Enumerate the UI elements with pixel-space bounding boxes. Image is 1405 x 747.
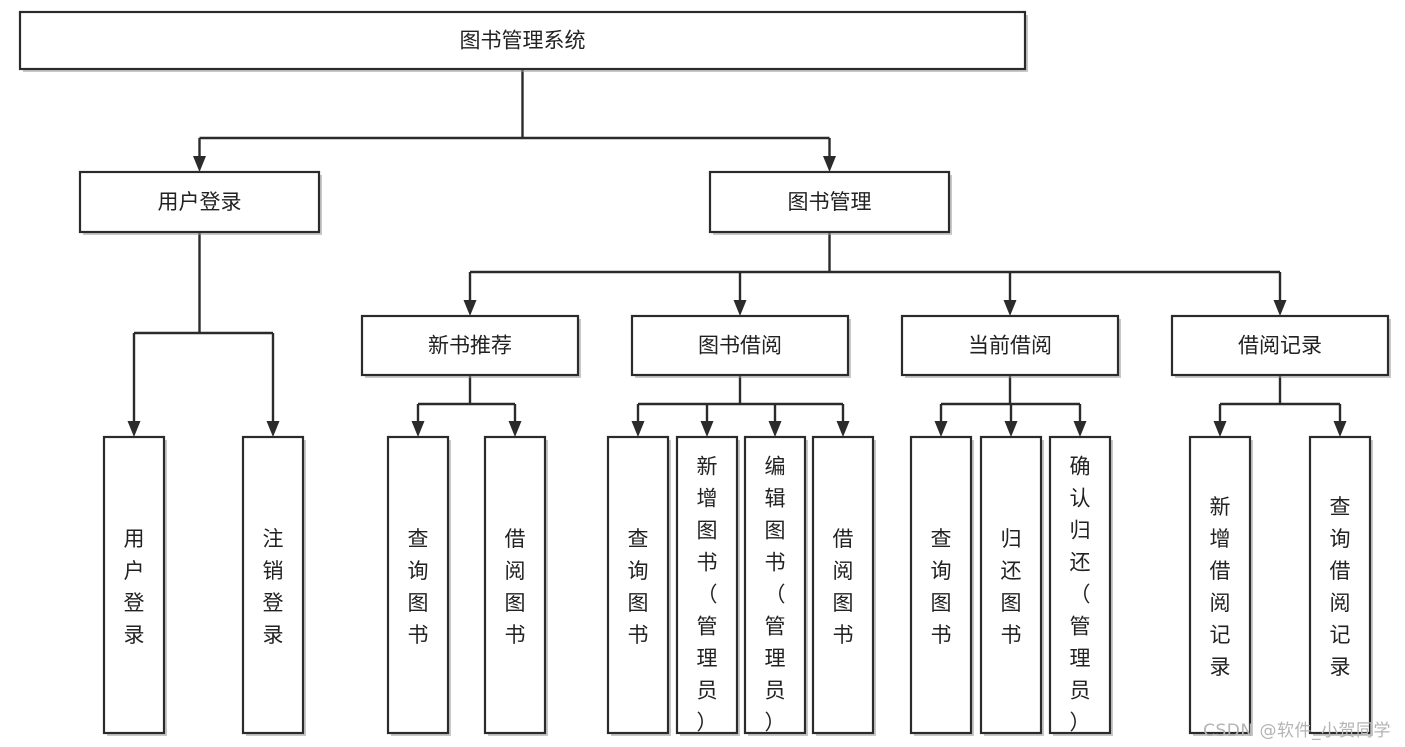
arrow-head-icon [1003, 300, 1017, 316]
node-box[interactable] [811, 435, 875, 735]
node-box[interactable] [1048, 435, 1112, 735]
node-box[interactable] [483, 435, 547, 735]
node-box[interactable] [1188, 435, 1252, 735]
watermark-text: CSDN @软件_小贺同学 [1203, 721, 1391, 741]
node-leaf-user-login[interactable]: 用户登录 [102, 435, 167, 736]
node-leaf-rec-query-book[interactable]: 查询图书 [386, 435, 451, 736]
node-label: 查询图书 [408, 527, 429, 647]
node-label: 新书推荐 [428, 334, 512, 358]
node-box[interactable] [708, 170, 951, 234]
node-box[interactable] [102, 435, 166, 735]
node-leaf-rec-borrow-book[interactable]: 借阅图书 [483, 435, 548, 736]
node-label: 用户登录 [124, 527, 145, 647]
node-box[interactable] [78, 170, 321, 234]
node-label: 新增图书（管理员） [697, 454, 718, 734]
node-label: 图书借阅 [698, 334, 782, 358]
connector-group-borrow-record [1213, 375, 1347, 437]
node-box[interactable] [386, 435, 450, 735]
node-new-book-rec[interactable]: 新书推荐 [360, 314, 581, 378]
node-leaf-cur-query-book[interactable]: 查询图书 [909, 435, 974, 736]
arrow-head-icon [1213, 421, 1227, 437]
arrow-head-icon [266, 421, 280, 437]
connector-group-current-borrow [934, 375, 1087, 437]
node-box[interactable] [630, 314, 850, 377]
node-borrow-record[interactable]: 借阅记录 [1170, 314, 1391, 378]
node-label: 查询图书 [931, 527, 952, 647]
arrow-head-icon [1004, 421, 1018, 437]
node-label: 借阅记录 [1238, 334, 1322, 358]
arrow-head-icon [631, 421, 645, 437]
node-leaf-user-logout[interactable]: 注销登录 [241, 435, 306, 736]
node-label: 注销登录 [263, 527, 284, 647]
connector-group-user-login [127, 232, 280, 437]
node-current-borrow[interactable]: 当前借阅 [900, 314, 1121, 378]
node-label: 查询图书 [628, 527, 649, 647]
node-label: 归还图书 [1001, 527, 1022, 647]
arrow-head-icon [463, 300, 477, 316]
connector-group-book-manage [463, 232, 1287, 316]
arrow-head-icon [733, 300, 747, 316]
node-label: 确认归还（管理员） [1070, 454, 1091, 734]
node-box[interactable] [18, 10, 1027, 71]
node-label: 借阅图书 [833, 527, 854, 647]
arrow-head-icon [127, 421, 141, 437]
arrow-head-icon [1073, 421, 1087, 437]
node-leaf-confirm-return[interactable]: 确认归还（管理员） [1048, 435, 1113, 736]
node-label: 查询借阅记录 [1330, 495, 1351, 679]
node-book-manage[interactable]: 图书管理 [708, 170, 952, 235]
node-leaf-edit-book[interactable]: 编辑图书（管理员） [743, 435, 808, 736]
node-box[interactable] [241, 435, 305, 735]
node-label: 当前借阅 [968, 334, 1052, 358]
node-box[interactable] [606, 435, 670, 735]
node-leaf-add-record[interactable]: 新增借阅记录 [1188, 435, 1253, 736]
node-leaf-borrow-query-book[interactable]: 查询图书 [606, 435, 671, 736]
arrow-head-icon [411, 421, 425, 437]
node-leaf-query-record[interactable]: 查询借阅记录 [1308, 435, 1373, 736]
arrow-head-icon [700, 421, 714, 437]
node-label: 用户登录 [158, 190, 242, 214]
arrow-head-icon [836, 421, 850, 437]
connector-group-new-book-rec [411, 375, 522, 437]
arrow-head-icon [768, 421, 782, 437]
arrow-head-icon [508, 421, 522, 437]
node-book-borrow[interactable]: 图书借阅 [630, 314, 851, 378]
node-label: 新增借阅记录 [1210, 495, 1231, 679]
node-box[interactable] [1308, 435, 1372, 735]
node-root[interactable]: 图书管理系统 [18, 10, 1028, 72]
node-label: 图书管理 [788, 190, 872, 214]
node-box[interactable] [360, 314, 580, 377]
node-label: 图书管理系统 [460, 29, 586, 53]
arrow-head-icon [1333, 421, 1347, 437]
connector-layer [127, 69, 1347, 437]
node-box[interactable] [743, 435, 807, 735]
node-box[interactable] [979, 435, 1043, 735]
node-leaf-return-book[interactable]: 归还图书 [979, 435, 1044, 736]
connector-group-root [193, 69, 836, 172]
arrow-head-icon [934, 421, 948, 437]
node-box[interactable] [675, 435, 739, 735]
node-box[interactable] [909, 435, 973, 735]
arrow-head-icon [823, 156, 836, 172]
node-leaf-add-book[interactable]: 新增图书（管理员） [675, 435, 740, 736]
arrow-head-icon [1273, 300, 1287, 316]
node-label: 编辑图书（管理员） [765, 454, 786, 734]
node-box[interactable] [1170, 314, 1390, 377]
node-leaf-borrow-book[interactable]: 借阅图书 [811, 435, 876, 736]
arrow-head-icon [193, 156, 206, 172]
node-layer: 图书管理系统用户登录图书管理新书推荐图书借阅当前借阅借阅记录用户登录注销登录查询… [18, 10, 1391, 736]
connector-group-book-borrow [631, 375, 850, 437]
node-box[interactable] [900, 314, 1120, 377]
node-label: 借阅图书 [505, 527, 526, 647]
node-user-login[interactable]: 用户登录 [78, 170, 322, 235]
